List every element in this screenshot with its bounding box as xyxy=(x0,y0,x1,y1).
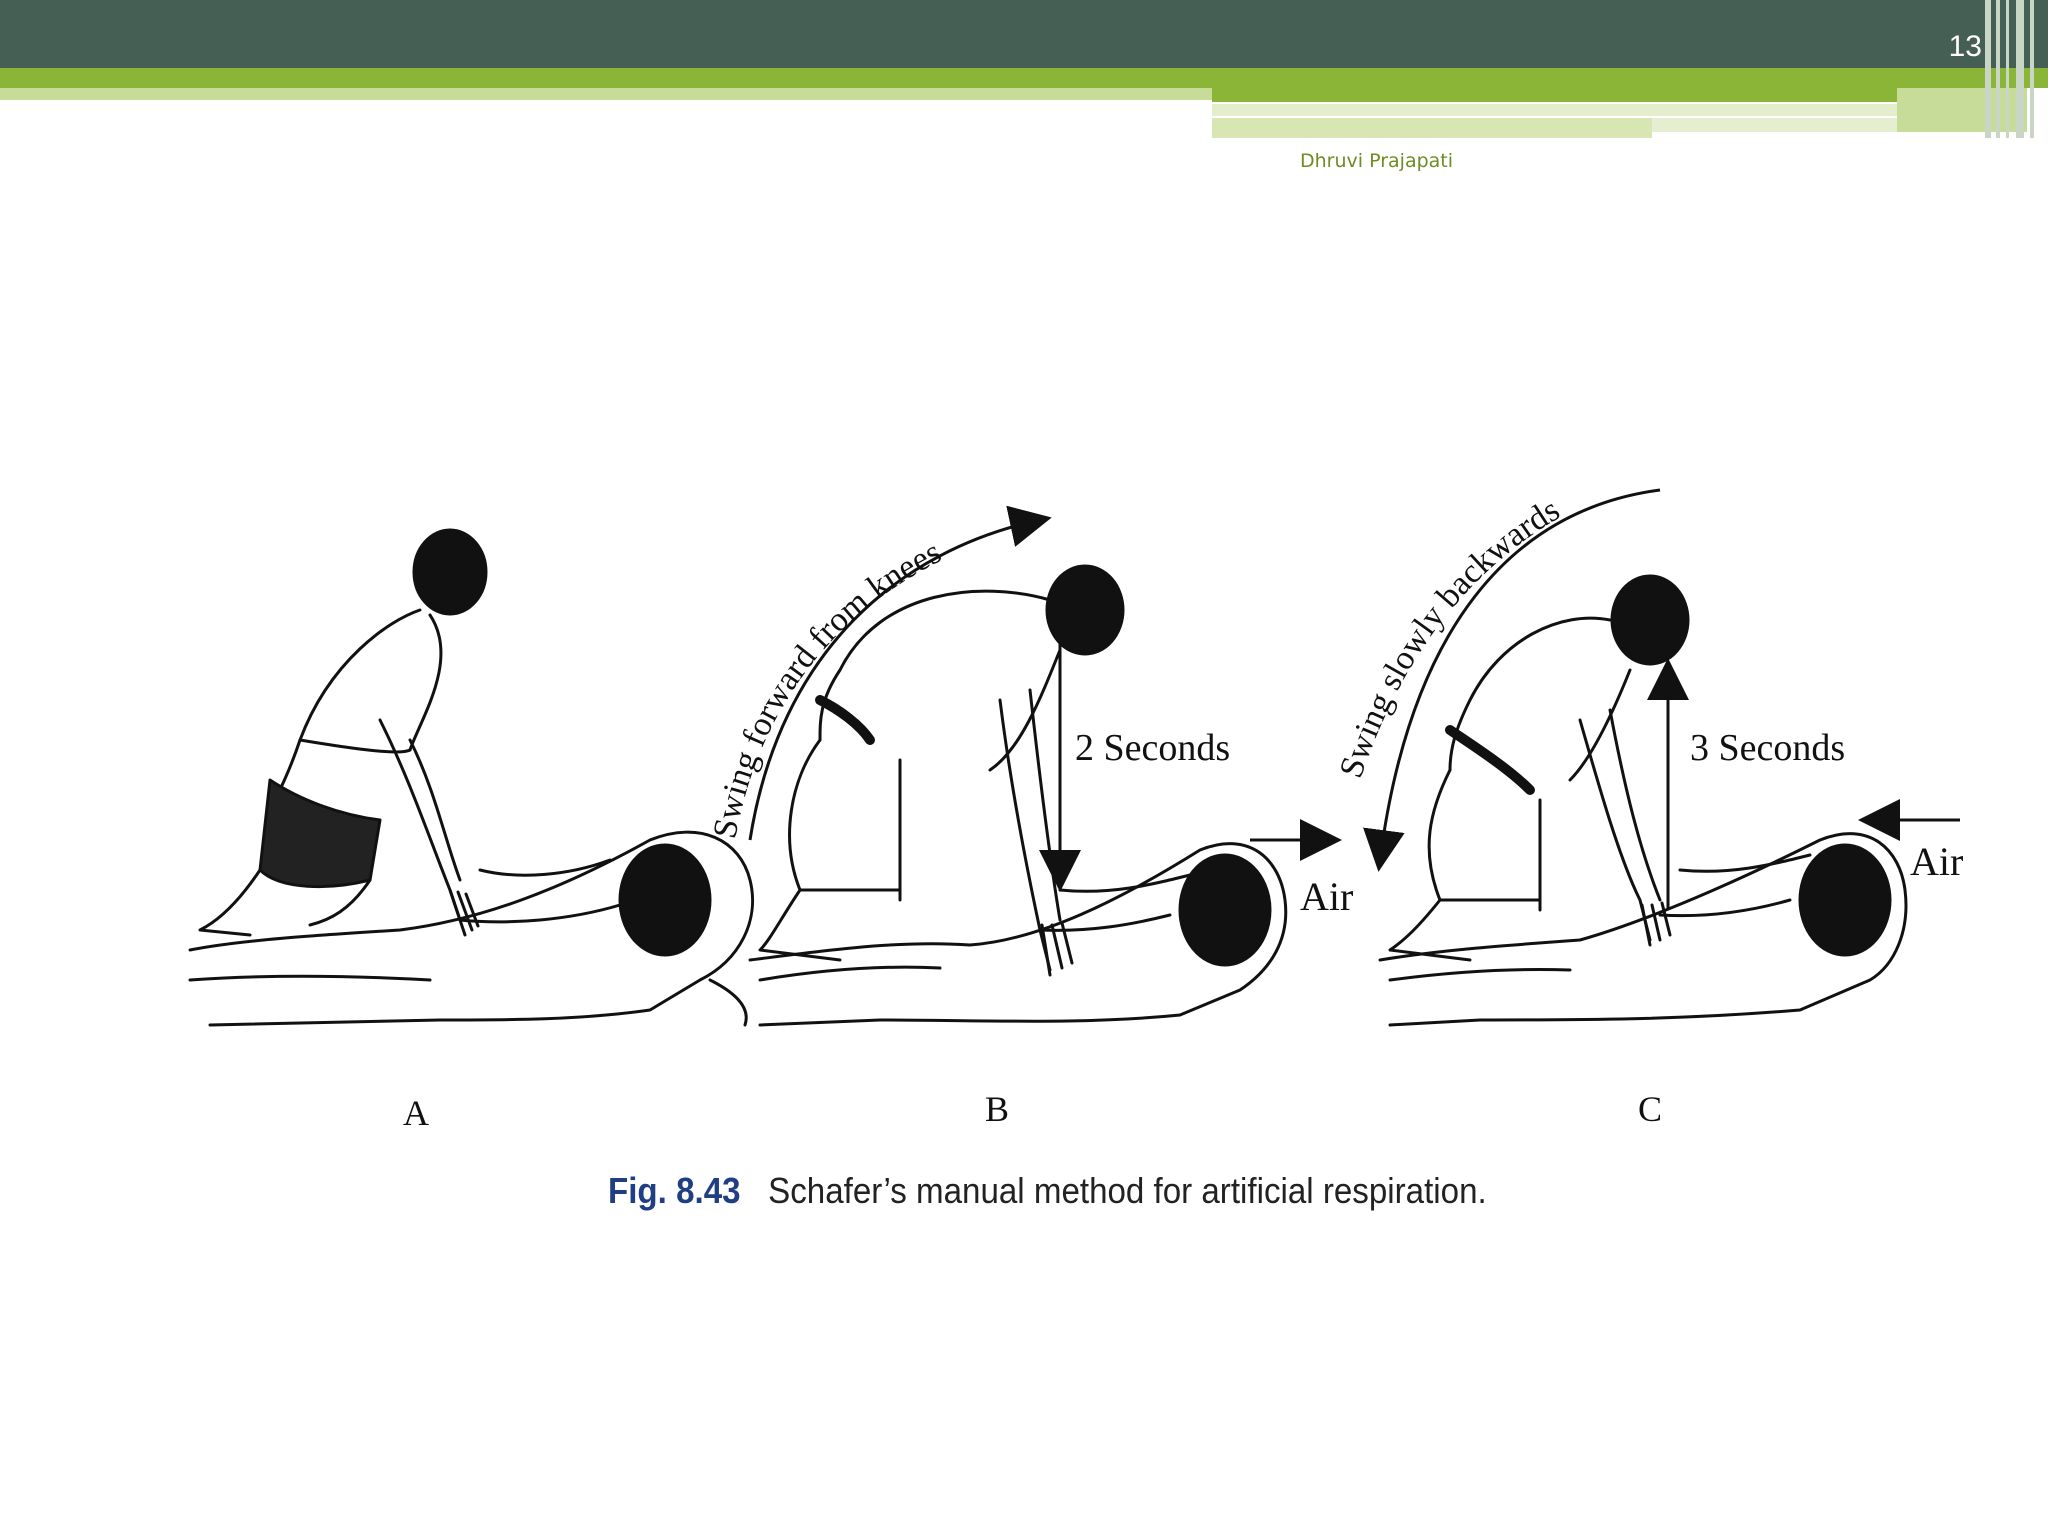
panel-a-drawing xyxy=(188,528,755,1027)
panel-label-a: A xyxy=(403,1093,429,1133)
header-right-band xyxy=(1212,118,1652,138)
header-stripe xyxy=(2030,0,2034,138)
backward-swing-arrow xyxy=(1363,488,1661,872)
header-right-block xyxy=(1897,88,2027,132)
header-right-band xyxy=(1212,104,1897,116)
page-number: 13 xyxy=(1948,30,1982,63)
schafer-method-figure: Swing forward from knees Swing slowly ba… xyxy=(180,420,1980,1240)
figure-caption: Fig. 8.43 Schafer’s manual method for art… xyxy=(608,1170,1487,1212)
panel-label-c: C xyxy=(1638,1089,1663,1129)
header-dark-band xyxy=(0,0,2048,68)
caption-text: Schafer’s manual method for artificial r… xyxy=(768,1170,1487,1211)
header-stripe xyxy=(2006,0,2009,138)
time-label-c: 3 Seconds xyxy=(1690,727,1845,769)
header-right-band xyxy=(1652,118,1897,132)
air-label-c: Air xyxy=(1910,839,1963,884)
header-stripe xyxy=(1996,0,2000,138)
header-green-band xyxy=(0,68,2048,88)
figure-illustration: Swing forward from knees Swing slowly ba… xyxy=(188,488,1963,1027)
header-stripe xyxy=(2016,0,2024,138)
panel-label-b: B xyxy=(985,1089,1010,1129)
header-stripe xyxy=(1985,0,1991,138)
panel-c-drawing xyxy=(1378,574,1908,1027)
forward-swing-arrow xyxy=(748,505,1052,841)
header-right-band xyxy=(1212,88,1897,102)
author-name: Dhruvi Prajapati xyxy=(1300,150,1454,172)
header-light-band xyxy=(0,88,1212,100)
caption-number: Fig. 8.43 xyxy=(608,1170,741,1211)
air-label-b: Air xyxy=(1300,874,1353,919)
arc-text-b: Swing forward from knees xyxy=(706,533,947,841)
time-label-b: 2 Seconds xyxy=(1075,727,1230,769)
